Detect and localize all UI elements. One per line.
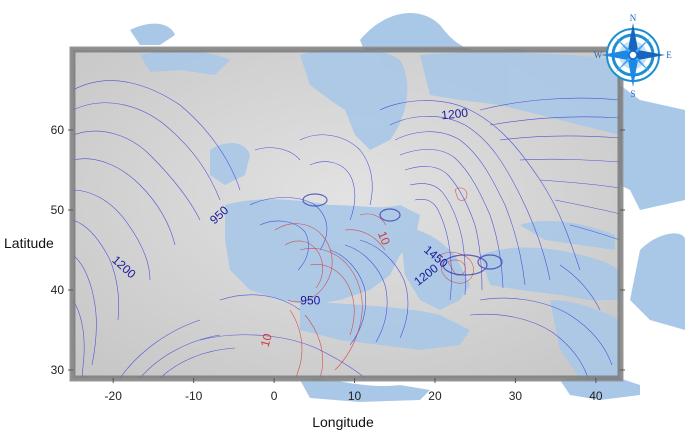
x-tick-label: 20: [428, 389, 442, 403]
compass-west-label: W: [594, 50, 603, 60]
y-tick-label: 30: [51, 363, 65, 377]
y-tick-label: 40: [51, 283, 65, 297]
x-tick-label: 0: [271, 389, 278, 403]
y-axis-ticks: 30 40 50 60: [51, 123, 625, 377]
x-tick-label: 40: [589, 389, 603, 403]
sea-regions: [140, 50, 620, 378]
y-tick-label: 60: [51, 123, 65, 137]
x-tick-label: -10: [185, 389, 203, 403]
x-tick-label: 30: [509, 389, 523, 403]
contour-label: 10: [258, 332, 275, 349]
contour-hotspots: [302, 193, 503, 276]
y-tick-label: 50: [51, 203, 65, 217]
x-tick-label: 10: [348, 389, 362, 403]
map-frame: [70, 47, 623, 381]
x-axis-ticks: -20 -10 0 10 20 30 40: [105, 378, 603, 403]
map-frame-outer: [69, 46, 624, 382]
x-tick-label: -20: [105, 389, 123, 403]
contour-label: 1200: [441, 106, 469, 123]
y-axis-title: Latitude: [4, 235, 54, 251]
compass-north-label: N: [630, 13, 637, 23]
compass-east-label: E: [666, 50, 672, 60]
x-axis-title: Longitude: [312, 414, 374, 430]
compass-south-label: S: [630, 89, 635, 99]
compass-rose-icon: N E S W: [594, 13, 673, 99]
contour-label: 950: [300, 293, 320, 307]
map-plot-area: [69, 46, 624, 382]
blue-contour-lines: [73, 80, 620, 378]
contour-label: 10: [375, 229, 393, 247]
